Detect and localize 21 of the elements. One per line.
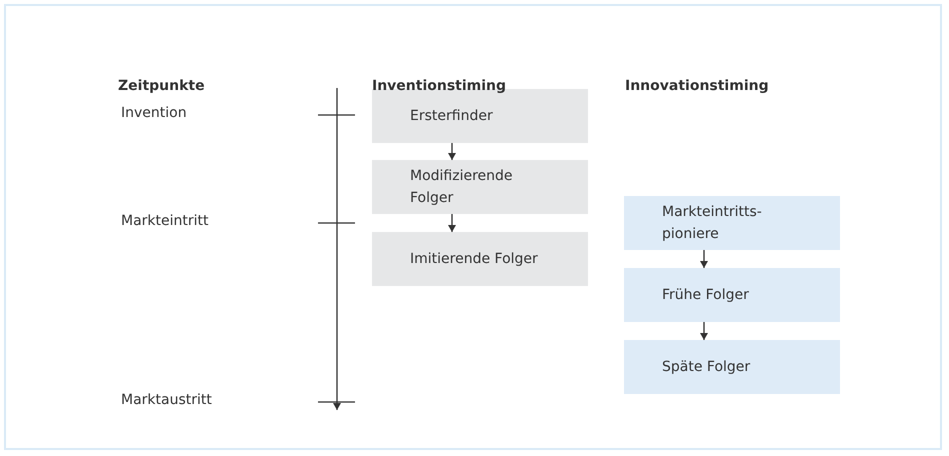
box-label: Imitierende Folger [410, 250, 539, 269]
column-heading: Innovationstiming [625, 78, 769, 94]
box-label: Frühe Folger [662, 286, 750, 305]
box-label: Ersterfinder [410, 107, 494, 126]
process-box [624, 268, 840, 322]
box-label: Markteintritts-pioniere [662, 203, 763, 244]
column-heading: Inventionstiming [372, 78, 506, 94]
time-point-label: Markteintritt [121, 213, 208, 229]
time-point-label: Marktaustritt [121, 392, 212, 408]
box-label: Modifizierende Folger [410, 167, 514, 208]
process-box [624, 196, 840, 250]
arrow [700, 250, 708, 268]
time-point-label: Invention [121, 105, 187, 121]
arrow [700, 322, 708, 340]
process-box [624, 340, 840, 394]
process-box [372, 232, 588, 286]
column-heading: Zeitpunkte [118, 78, 205, 94]
arrow [448, 143, 456, 160]
box-label: Späte Folger [662, 358, 752, 377]
arrow [448, 214, 456, 232]
process-box [372, 160, 588, 214]
